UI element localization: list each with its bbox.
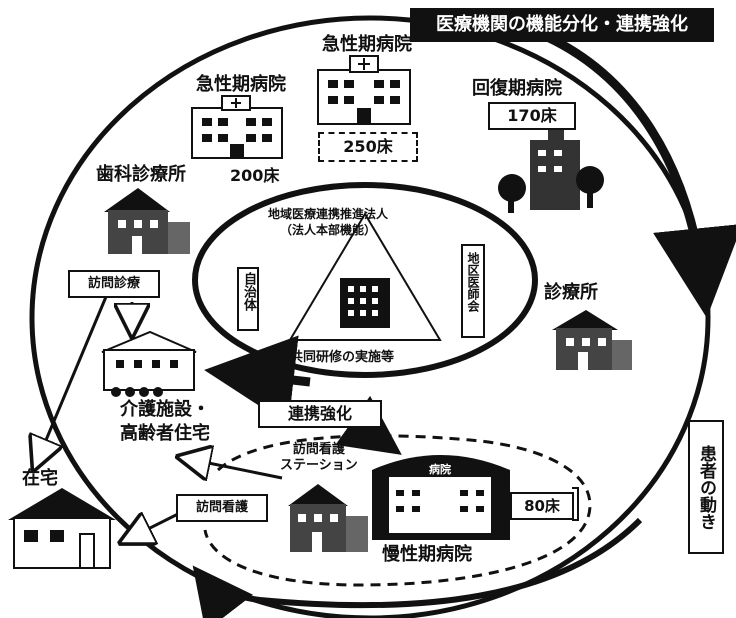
acute-hospital-left-beds: 200床 [230, 166, 280, 185]
chronic-hospital-label: 慢性期病院 [382, 544, 472, 565]
visiting-nurse-station-icon [288, 484, 368, 552]
center-triangle [288, 212, 442, 341]
medical-association-box [461, 244, 485, 338]
coordination-label: 連携強化 [258, 400, 382, 428]
outer-cycle-ring [29, 15, 711, 618]
diagram-title: 医療機関の機能分化・連携強化 [410, 8, 714, 42]
bottom-cycle-arrow [192, 517, 643, 618]
corporation-label: 地域医療連携推進法人 （法人本部機能） [268, 207, 389, 237]
acute-hospital-left-icon [191, 95, 283, 159]
community-dashed-region [203, 434, 592, 587]
headquarters-building-icon [340, 278, 390, 328]
chronic-beds-bracket [572, 487, 579, 521]
dental-clinic-label: 歯科診療所 [96, 164, 186, 185]
home-visit-nursing-box: 訪問看護 [176, 494, 268, 522]
clinic-label: 診療所 [544, 282, 598, 303]
municipality-label: 自治体 [241, 272, 256, 311]
recovery-hospital-icon [498, 128, 604, 213]
dental-to-home-arrow [36, 291, 110, 464]
visiting-nurse-station-label: 訪問看護 ステーション [280, 442, 358, 473]
dental-clinic-icon [104, 188, 190, 254]
municipality-box [237, 267, 259, 331]
acute-hospital-center-icon [317, 55, 411, 125]
care-facility-icon [101, 330, 197, 397]
home-label: 在宅 [22, 468, 58, 489]
clinic-icon [552, 310, 632, 370]
medical-association-label: 地区医師会 [466, 252, 480, 312]
recovery-hospital-beds: 170床 [488, 102, 576, 130]
acute-hospital-left-label: 急性期病院 [196, 74, 286, 95]
acute-hospital-center-beds: 250床 [318, 132, 418, 162]
station-to-care-arrow [184, 458, 283, 478]
recovery-hospital-label: 回復期病院 [472, 78, 562, 99]
coordination-arrow-right [335, 395, 402, 455]
home-house-icon [8, 488, 116, 569]
joint-training-label: 共同研修の実施等 [290, 350, 395, 365]
coordination-arrow-left [204, 335, 311, 425]
top-cycle-arrow [518, 21, 736, 318]
patient-flow-label: 患者の動き [688, 420, 724, 554]
home-visit-dental-box: 訪問診療 [68, 270, 160, 298]
chronic-hospital-beds: 80床 [510, 492, 574, 520]
chronic-hospital-icon [372, 455, 510, 540]
care-facility-label: 介護施設・ 高齢者住宅 [120, 399, 210, 444]
chronic-hospital-sign: 病院 [429, 463, 451, 476]
acute-hospital-center-label: 急性期病院 [322, 34, 412, 55]
